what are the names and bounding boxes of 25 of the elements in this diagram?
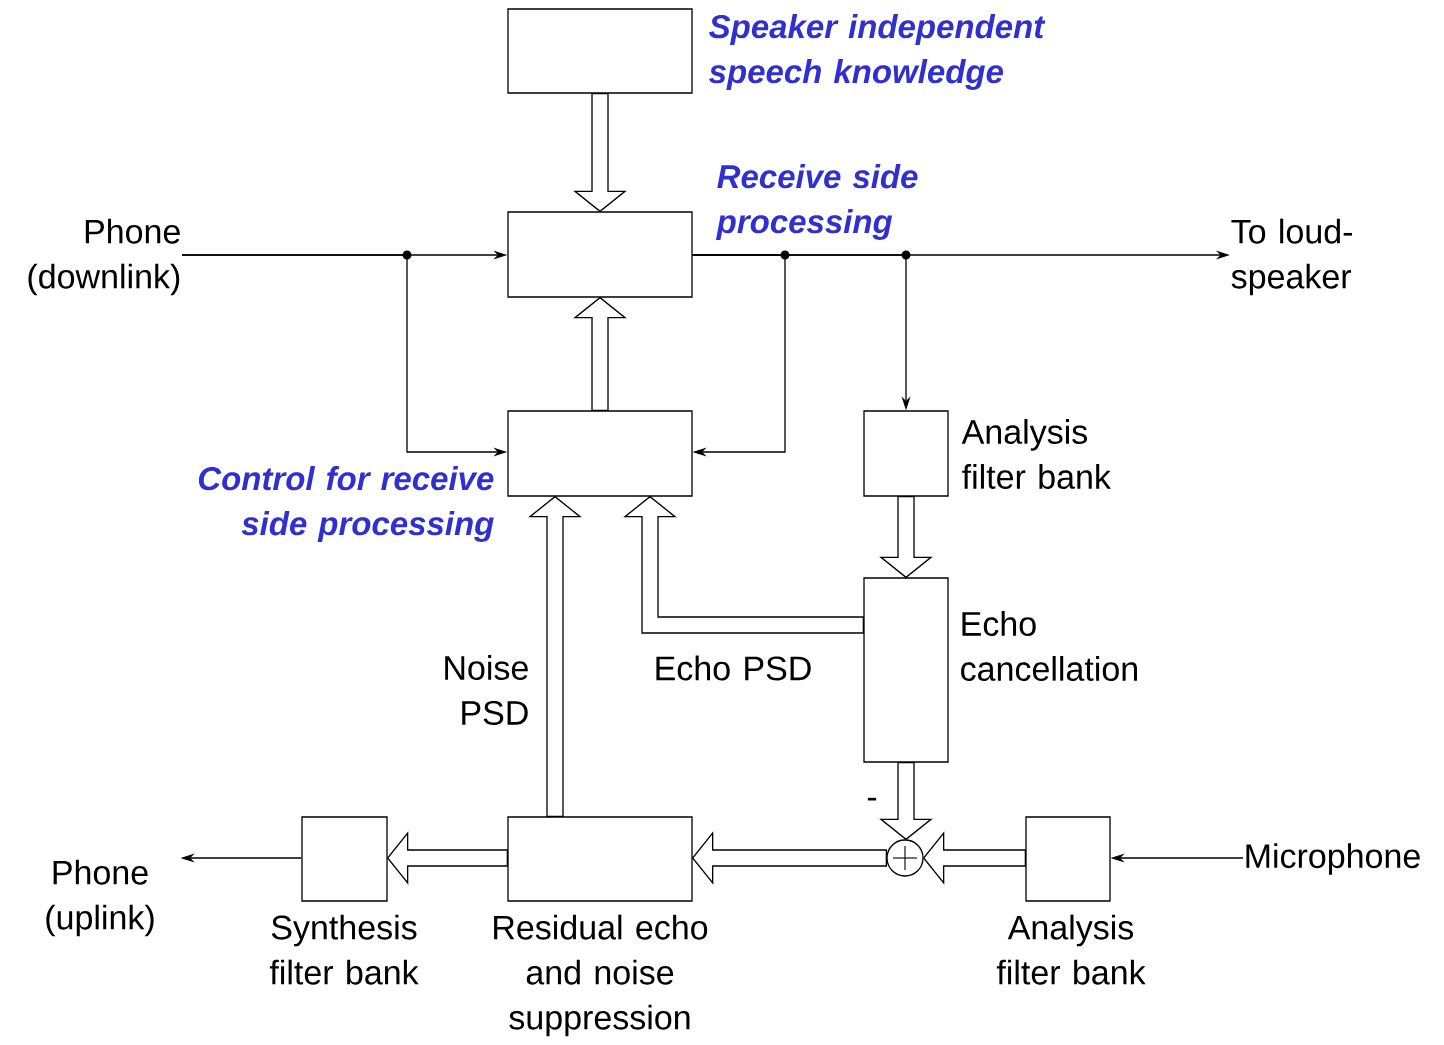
block-arrow xyxy=(691,831,887,885)
block-arrow xyxy=(528,495,582,817)
block-label: Analysis filter bank xyxy=(996,914,1146,985)
block-label: Echo cancellation xyxy=(961,611,1137,681)
block-label: Synthesis filter bank xyxy=(269,914,419,985)
block-arrow xyxy=(386,831,508,885)
edge-label: Noise PSD xyxy=(445,655,528,725)
block-heading: Control for receive side processing xyxy=(198,466,494,542)
summing-junction xyxy=(886,839,924,877)
minus-sign: - xyxy=(867,797,877,801)
block-arrow xyxy=(879,762,933,841)
node-text: To loud-speaker xyxy=(1231,218,1352,296)
block-arrow xyxy=(922,831,1026,885)
block-arrow xyxy=(879,496,933,579)
edge-label: Echo PSD xyxy=(656,655,811,681)
block-heading: Receive side processing xyxy=(715,164,918,240)
block-arrow xyxy=(623,495,864,634)
block-heading: Speaker independent speech knowledge xyxy=(709,14,1046,90)
block-label: Residual echo and noise suppression xyxy=(494,914,708,1037)
block-arrow xyxy=(573,93,627,213)
block-arrow xyxy=(573,296,627,411)
node-text: Microphone xyxy=(1246,843,1420,875)
node-text: Phone (uplink) xyxy=(46,859,154,937)
node-text: Phone (downlink) xyxy=(28,218,180,296)
block-label: Analysis filter bank xyxy=(961,419,1111,489)
